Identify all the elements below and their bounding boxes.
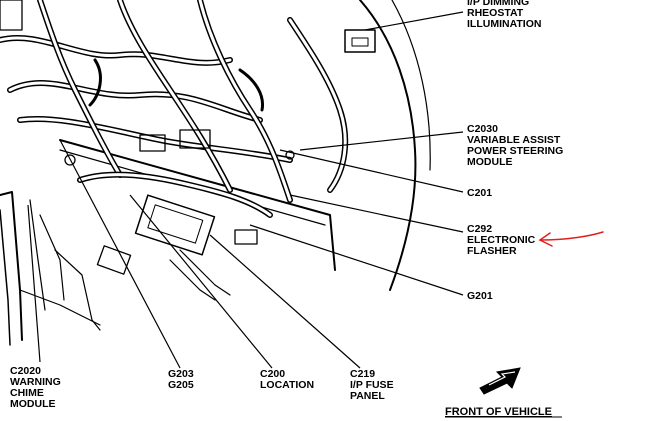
leader-g203 (59, 139, 181, 369)
label-c200: C200 LOCATION (260, 368, 314, 391)
leader-c219 (209, 234, 361, 369)
label-ip-dimming: I/P DIMMING RHEOSTAT ILLUMINATION (467, 0, 541, 30)
label-c292: C292 ELECTRONIC FLASHER (467, 223, 538, 257)
arrow-icon (479, 367, 521, 395)
label-g203: G203 G205 (168, 368, 197, 391)
leader-c2030 (299, 131, 464, 151)
harness-illustration (0, 0, 431, 346)
leader-lines (27, 11, 464, 369)
leader-ip-dimming (364, 11, 464, 31)
leader-g201 (249, 224, 464, 296)
label-c201: C201 (467, 187, 492, 199)
leader-c2020 (27, 204, 41, 363)
label-c2020: C2020 WARNING CHIME MODULE (10, 365, 64, 410)
front-of-vehicle-label: FRONT OF VEHICLE (445, 406, 552, 418)
label-g201: G201 (467, 290, 493, 302)
red-arrow-icon (538, 231, 604, 247)
leader-c200 (129, 194, 273, 369)
callout-labels: I/P DIMMING RHEOSTAT ILLUMINATION C2030 … (10, 0, 566, 410)
label-c219: C219 I/P FUSE PANEL (350, 368, 397, 402)
leader-c201 (279, 149, 464, 193)
leader-c292 (289, 194, 464, 233)
label-c2030: C2030 VARIABLE ASSIST POWER STEERING MOD… (467, 123, 566, 168)
